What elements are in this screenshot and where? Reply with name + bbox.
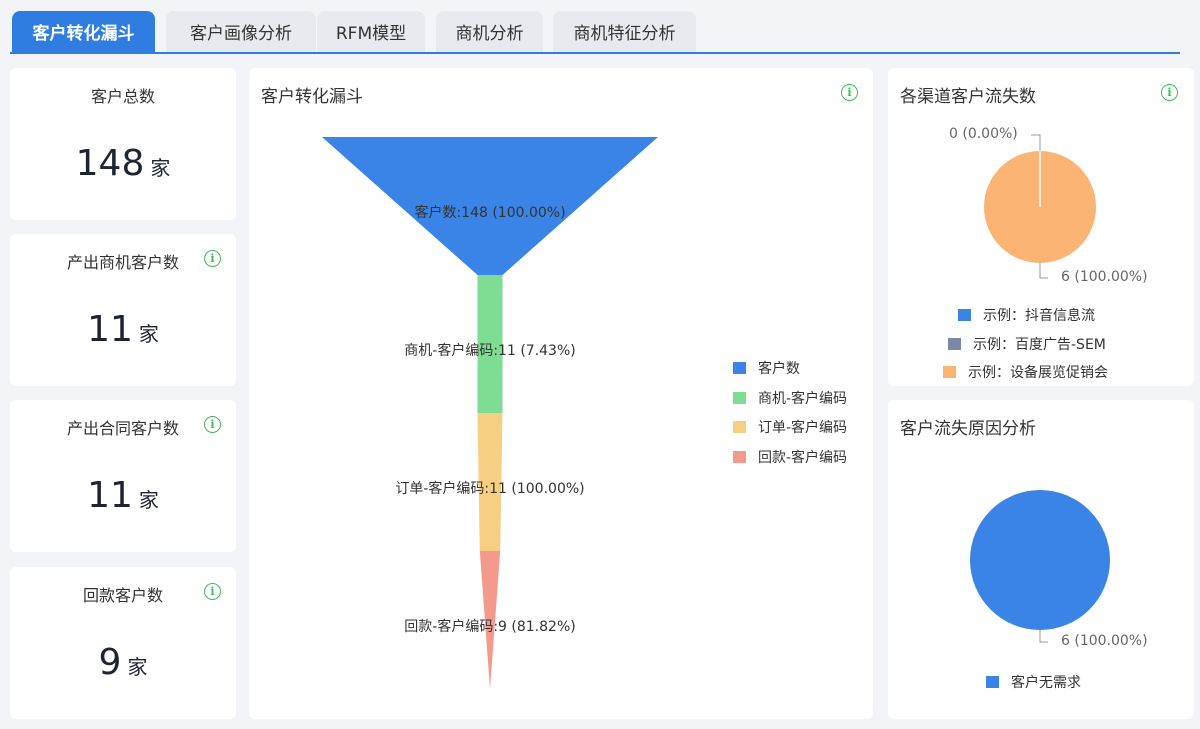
legend-swatch bbox=[733, 391, 746, 404]
legend-label: 示例：设备展览促销会 bbox=[968, 365, 1108, 381]
tab-opportunity-features[interactable]: 商机特征分析 bbox=[553, 11, 696, 52]
panel-title: 各渠道客户流失数 bbox=[900, 87, 1036, 107]
legend-label: 示例：百度广告-SEM bbox=[973, 337, 1106, 353]
info-icon[interactable]: i bbox=[841, 84, 858, 101]
stat-title: 产出合同客户数 bbox=[66, 419, 179, 438]
funnel-segment[interactable] bbox=[322, 137, 658, 275]
label-line bbox=[1031, 134, 1041, 151]
label-line bbox=[1039, 263, 1048, 279]
info-icon[interactable]: i bbox=[204, 250, 221, 267]
stat-number: 11 bbox=[87, 475, 133, 516]
legend-swatch bbox=[733, 421, 746, 433]
legend-label: 商机-客户编码 bbox=[758, 390, 848, 407]
legend-item[interactable]: 客户数 bbox=[733, 358, 800, 378]
channel-loss-panel: 各渠道客户流失数 i 0 (0.00%) 6 (100.00%) 示例：抖音信息… bbox=[888, 68, 1194, 386]
funnel-label: 客户数:148 (100.00%) bbox=[414, 205, 566, 221]
legend-item[interactable]: 回款-客户编码 bbox=[733, 447, 847, 467]
stat-unit: 家 bbox=[150, 156, 171, 180]
legend-label: 示例：抖音信息流 bbox=[983, 308, 1095, 324]
label-line bbox=[1039, 630, 1048, 643]
pie-label: 6 (100.00%) bbox=[1061, 269, 1148, 285]
legend-item[interactable]: 客户无需求 bbox=[986, 672, 1081, 692]
channel-pie-chart bbox=[984, 134, 1096, 279]
tab-customer-profile[interactable]: 客户画像分析 bbox=[166, 11, 316, 52]
legend-swatch bbox=[733, 362, 746, 374]
legend-swatch bbox=[943, 366, 956, 378]
funnel-label: 商机-客户编码:11 (7.43%) bbox=[404, 343, 576, 359]
legend-swatch bbox=[733, 450, 746, 463]
stat-unit: 家 bbox=[138, 488, 159, 512]
legend-label: 订单-客户编码 bbox=[758, 420, 848, 436]
funnel-segment[interactable] bbox=[479, 551, 501, 689]
panel-title: 客户流失原因分析 bbox=[900, 419, 1036, 439]
pie-label: 0 (0.00%) bbox=[949, 126, 1018, 142]
stat-title: 客户总数 bbox=[90, 87, 155, 106]
tab-opportunity-analysis[interactable]: 商机分析 bbox=[436, 11, 543, 52]
funnel-panel: 客户转化漏斗 i 客户数:148 (100.00%) 商机-客户编码:11 (7.… bbox=[249, 68, 873, 719]
stat-unit: 家 bbox=[127, 655, 148, 679]
pie-slice-no-demand bbox=[970, 490, 1110, 630]
funnel-label: 回款-客户编码:9 (81.82%) bbox=[404, 619, 576, 635]
legend-label: 回款-客户编码 bbox=[758, 449, 848, 466]
legend-item[interactable]: 示例：百度广告-SEM bbox=[948, 334, 1106, 354]
legend-label: 客户数 bbox=[758, 361, 800, 377]
legend-item[interactable]: 订单-客户编码 bbox=[733, 417, 847, 437]
reason-pie-chart bbox=[970, 490, 1110, 643]
stat-number: 9 bbox=[98, 642, 122, 683]
funnel-segment[interactable] bbox=[477, 275, 503, 413]
legend-item[interactable]: 商机-客户编码 bbox=[733, 388, 847, 408]
legend-item[interactable]: 示例：抖音信息流 bbox=[958, 305, 1095, 325]
pie-label: 6 (100.00%) bbox=[1061, 633, 1148, 649]
funnel-chart bbox=[322, 137, 658, 689]
tab-bar: 客户转化漏斗 客户画像分析 RFM模型 商机分析 商机特征分析 bbox=[10, 11, 1180, 54]
info-icon[interactable]: i bbox=[1161, 84, 1178, 101]
legend-item[interactable]: 示例：设备展览促销会 bbox=[943, 362, 1108, 382]
tab-conversion-funnel[interactable]: 客户转化漏斗 bbox=[12, 11, 155, 52]
legend-label: 客户无需求 bbox=[1011, 675, 1081, 691]
info-icon[interactable]: i bbox=[204, 416, 221, 433]
loss-reason-panel: 客户流失原因分析 6 (100.00%) 客户无需求 bbox=[888, 400, 1194, 719]
stat-title: 回款客户数 bbox=[82, 586, 163, 605]
tab-rfm-model[interactable]: RFM模型 bbox=[317, 11, 425, 52]
legend-swatch bbox=[986, 676, 999, 688]
legend-swatch bbox=[958, 309, 971, 321]
funnel-segment[interactable] bbox=[477, 413, 503, 551]
stat-number: 11 bbox=[87, 309, 133, 350]
legend-swatch bbox=[948, 338, 961, 350]
panel-title: 客户转化漏斗 bbox=[261, 87, 363, 107]
stat-number: 148 bbox=[75, 143, 145, 184]
stat-title: 产出商机客户数 bbox=[66, 253, 179, 272]
stat-unit: 家 bbox=[138, 322, 159, 346]
funnel-label: 订单-客户编码:11 (100.00%) bbox=[395, 481, 585, 497]
info-icon[interactable]: i bbox=[204, 583, 221, 600]
